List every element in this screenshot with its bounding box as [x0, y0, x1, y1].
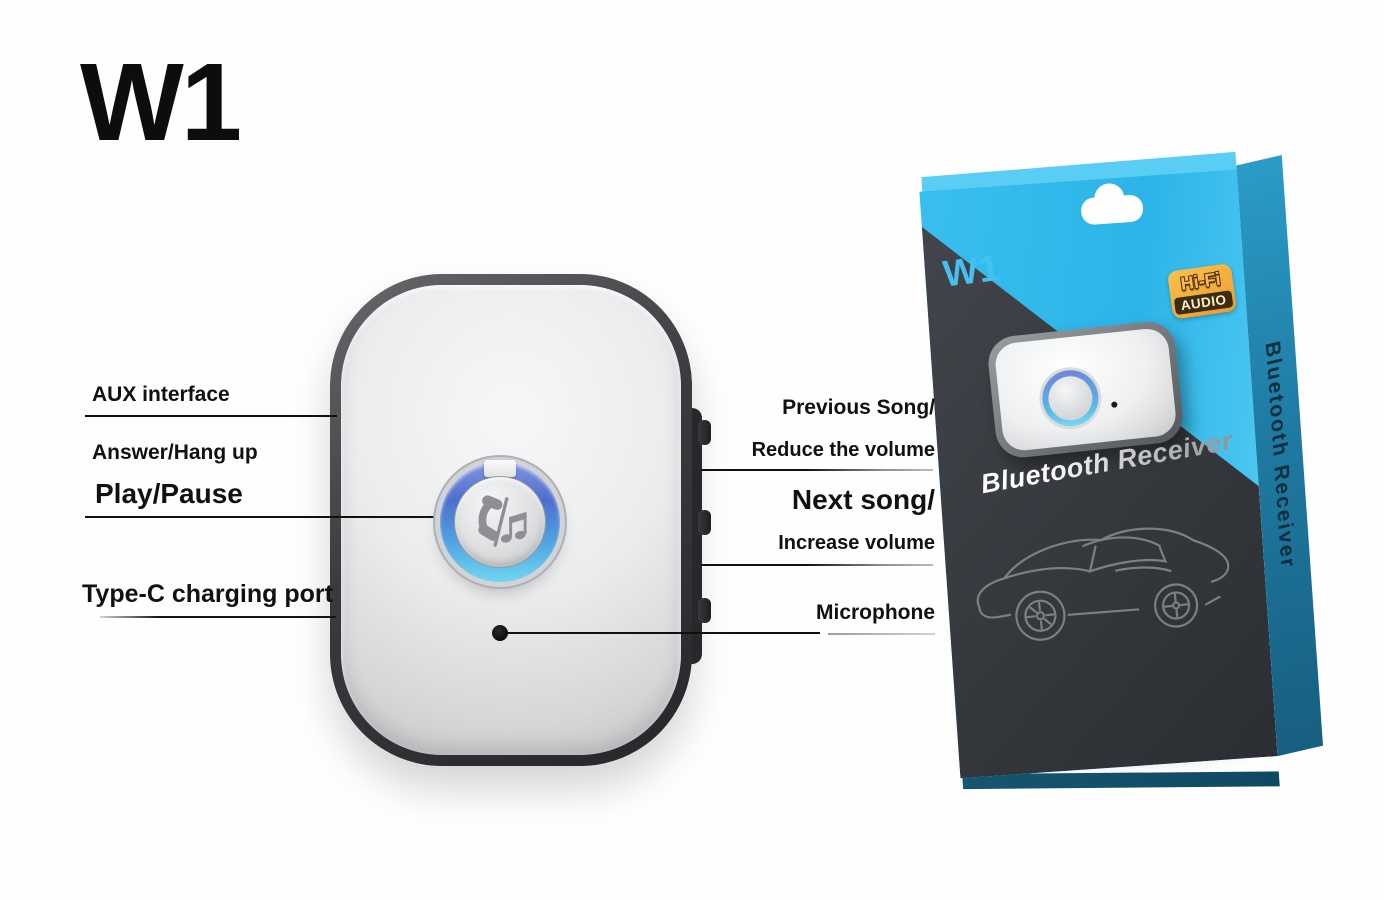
box-front-panel: W1 Hi-Fi AUDIO Bluetooth Receiver: [919, 169, 1278, 779]
label-reduce-volume: Reduce the volume: [751, 439, 935, 461]
aux-callout-line: [85, 415, 337, 417]
label-aux-interface: AUX interface: [92, 383, 230, 406]
previous-volume-down-button: [698, 420, 711, 445]
label-answer-hang-up: Answer/Hang up: [92, 441, 258, 464]
microphone-hole: [492, 625, 508, 641]
product-model-title: W1: [80, 41, 242, 164]
next-volume-up-button: [698, 598, 711, 623]
button-indicator-notch: [484, 460, 516, 477]
retail-box: W1 Hi-Fi AUDIO Bluetooth Receiver: [917, 138, 1334, 822]
label-microphone: Microphone: [816, 601, 935, 624]
label-next-song: Next song/: [791, 484, 935, 515]
box-device-button-face: [1046, 374, 1095, 423]
next-callout-line: [701, 564, 933, 566]
label-type-c-port: Type-C charging port: [82, 580, 333, 608]
box-model-label: W1: [940, 246, 1003, 295]
type-c-callout-line: [100, 616, 336, 618]
play-pause-callout-line: [85, 516, 457, 518]
middle-side-button: [698, 510, 711, 535]
euro-hang-slot-hole: [1080, 194, 1144, 226]
microphone-label-underline: [828, 633, 935, 635]
label-increase-volume: Increase volume: [778, 532, 935, 554]
button-face: [454, 476, 546, 568]
microphone-callout-line: [505, 632, 820, 634]
label-previous-song: Previous Song/: [782, 396, 935, 419]
label-play-pause: Play/Pause: [95, 478, 243, 509]
hifi-audio-badge: Hi-Fi AUDIO: [1166, 263, 1238, 320]
previous-callout-line: [701, 469, 933, 471]
multifunction-button: [440, 460, 560, 582]
car-line-art: [976, 527, 1230, 641]
box-spine-title: Bluetooth Receiver: [1260, 339, 1300, 572]
phone-slash-music-icon: [478, 495, 527, 547]
